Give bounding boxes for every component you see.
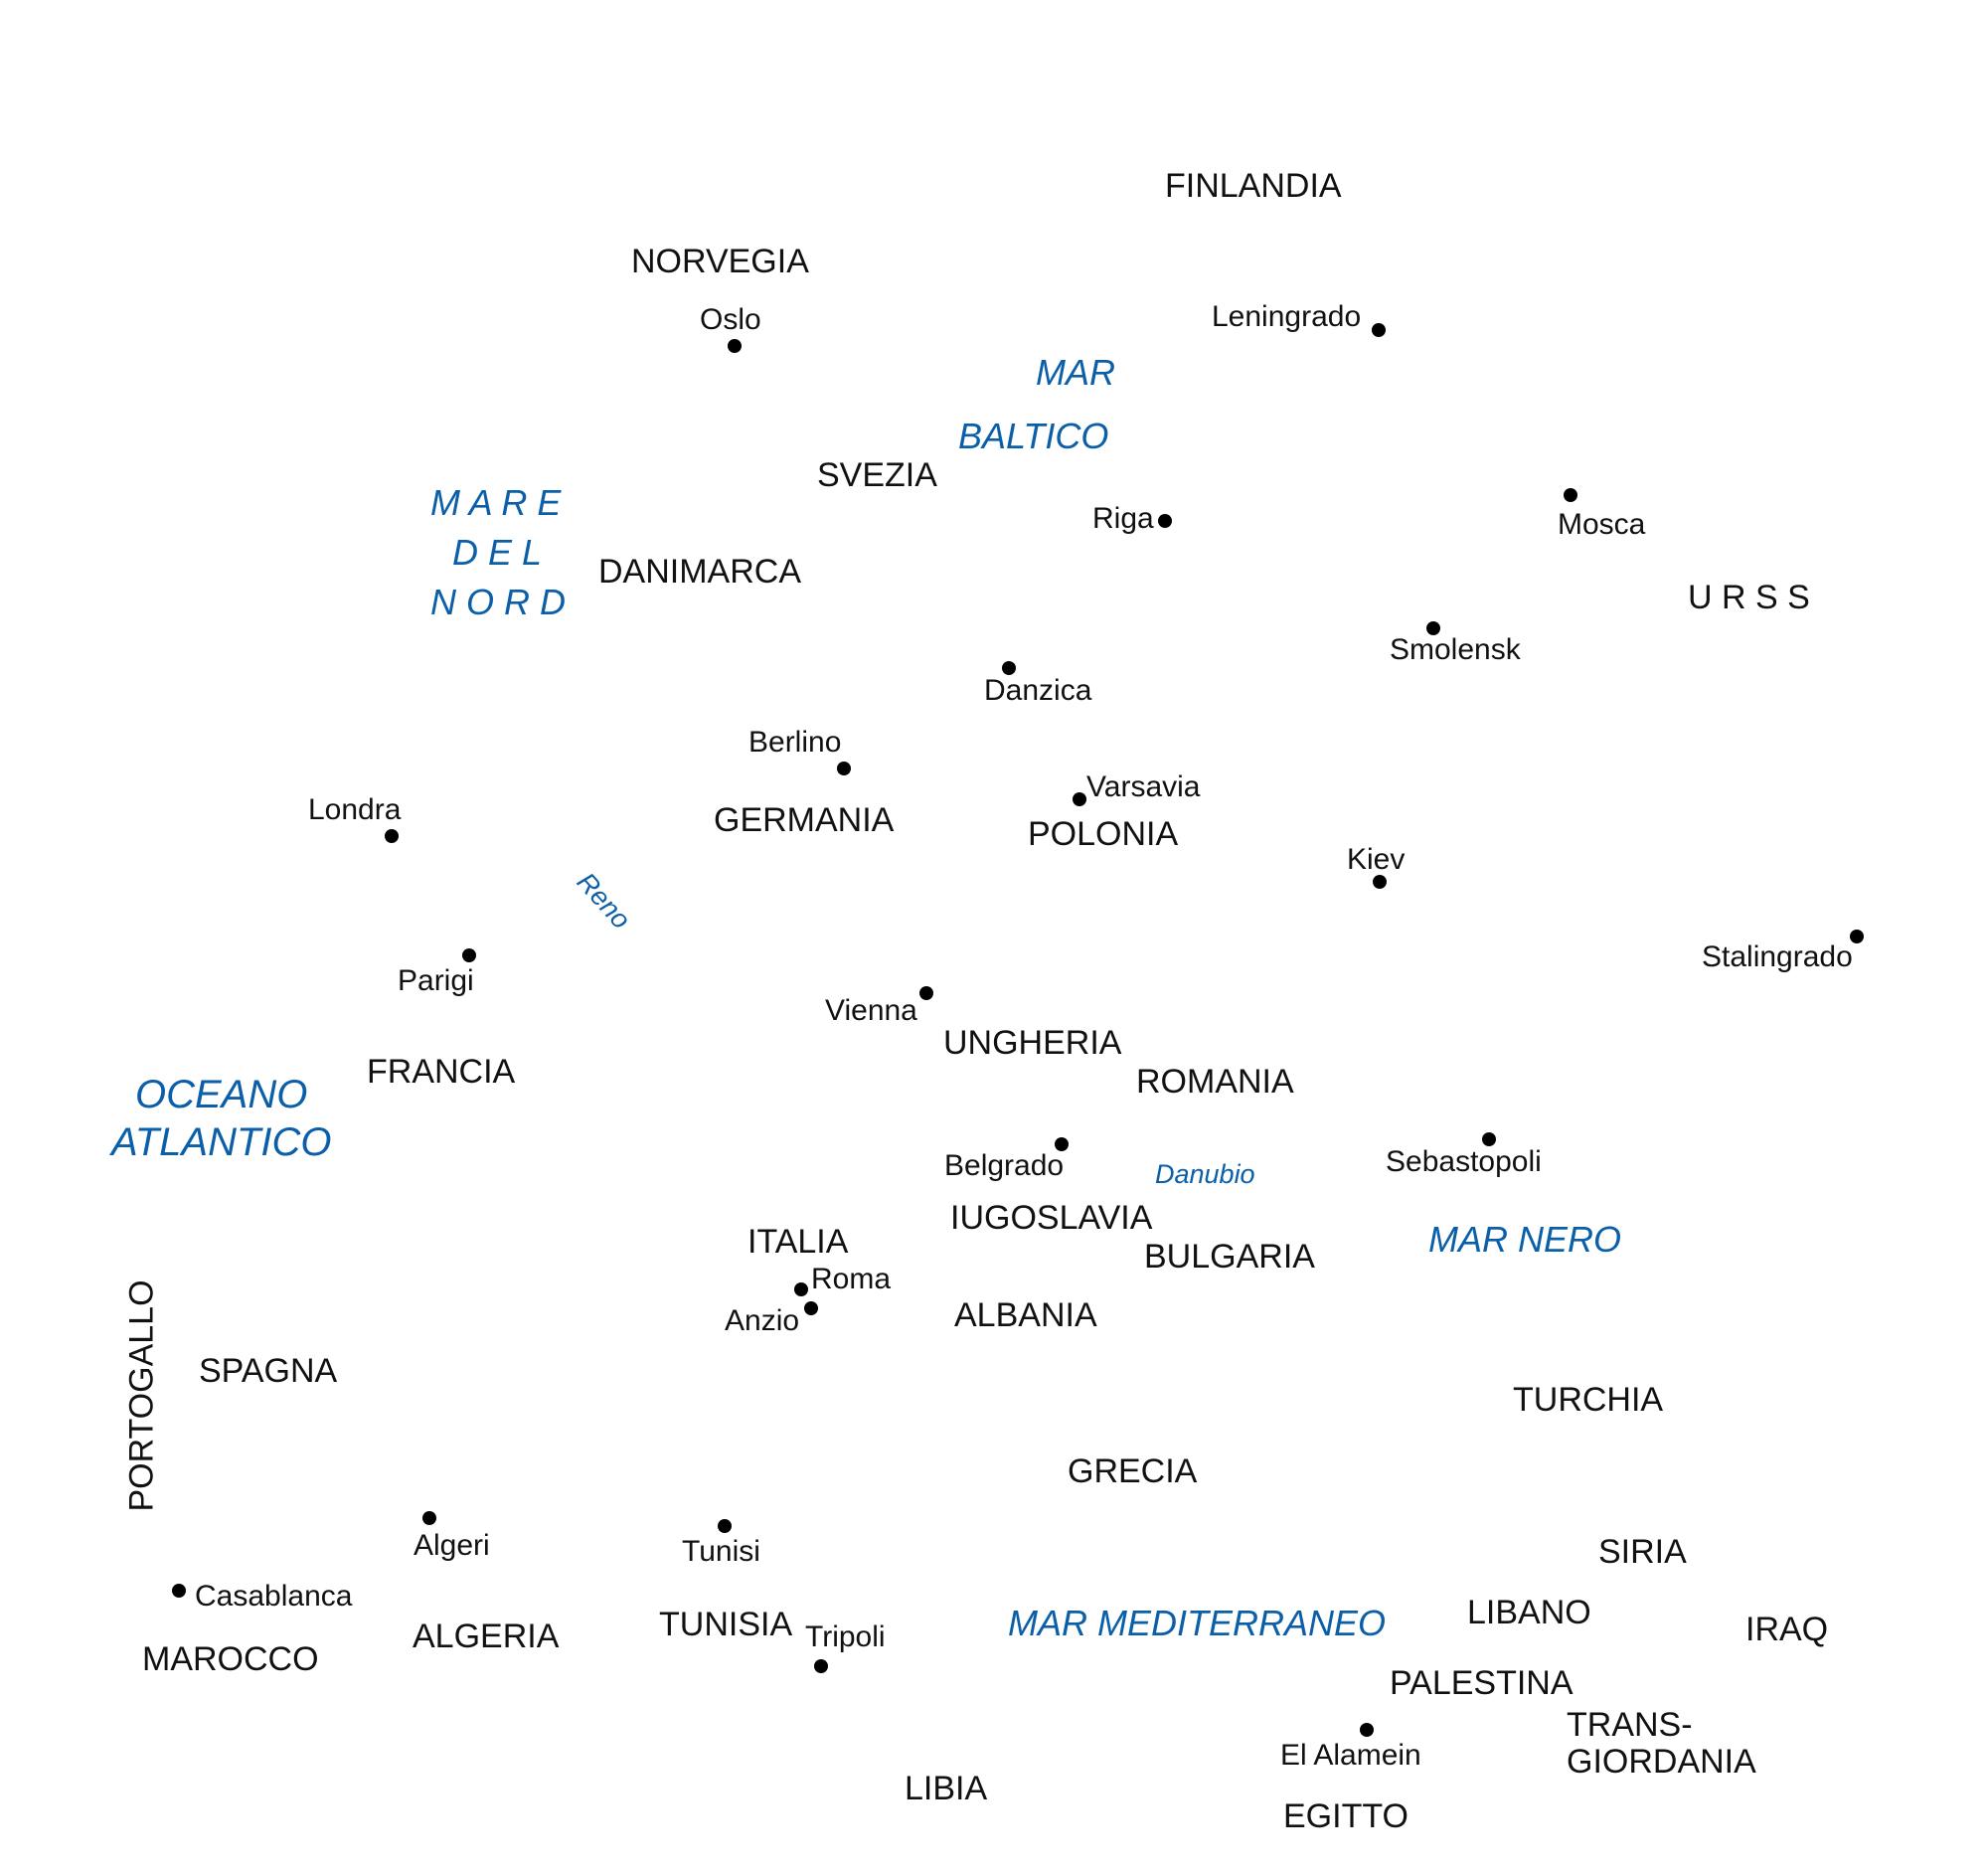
country-label-ungheria: UNGHERIA: [943, 1024, 1122, 1062]
city-dot-anzio: [804, 1301, 818, 1315]
city-label-smolensk: Smolensk: [1390, 633, 1521, 666]
country-label-svezia: SVEZIA: [817, 456, 937, 494]
city-dot-leningrado: [1372, 323, 1386, 337]
country-label-romania: ROMANIA: [1136, 1063, 1294, 1101]
city-label-el-alamein: El Alamein: [1280, 1739, 1421, 1772]
river-label-danubio: Danubio: [1155, 1159, 1255, 1189]
city-label-stalingrado: Stalingrado: [1702, 940, 1853, 973]
country-label-libia: LIBIA: [905, 1770, 988, 1807]
city-label-vienna: Vienna: [825, 994, 917, 1027]
country-label-polonia: POLONIA: [1028, 815, 1179, 853]
city-dot-casablanca: [172, 1584, 186, 1598]
country-label-siria: SIRIA: [1598, 1533, 1687, 1571]
sea-label-mare-del-nord-3: N O R D: [430, 582, 567, 622]
sea-label-mar-nero: MAR NERO: [1428, 1219, 1622, 1260]
country-label-egitto: EGITTO: [1283, 1797, 1408, 1835]
country-label-tunisia: TUNISIA: [659, 1606, 793, 1643]
city-label-kiev: Kiev: [1347, 843, 1406, 876]
city-label-roma: Roma: [811, 1263, 892, 1295]
sea-label-mar-mediterraneo: MAR MEDITERRANEO: [1008, 1603, 1387, 1643]
city-label-varsavia: Varsavia: [1086, 770, 1201, 803]
city-dot-tunisi: [718, 1519, 732, 1533]
city-dot-oslo: [728, 339, 742, 353]
country-label-bulgaria: BULGARIA: [1144, 1238, 1315, 1276]
city-label-oslo: Oslo: [700, 303, 761, 336]
city-dot-smolensk: [1426, 621, 1440, 635]
city-dot-tripoli: [814, 1659, 828, 1673]
city-label-danzica: Danzica: [984, 674, 1092, 707]
sea-label-oceano-atlantico-2: ATLANTICO: [111, 1120, 332, 1164]
country-label-danimarca: DANIMARCA: [598, 553, 802, 591]
city-dot-belgrado: [1055, 1137, 1069, 1151]
country-label-spagna: SPAGNA: [199, 1352, 338, 1390]
city-dot-riga: [1158, 514, 1172, 528]
city-label-mosca: Mosca: [1558, 508, 1646, 541]
city-dot-stalingrado: [1850, 930, 1864, 943]
country-label-transgiordania-2: GIORDANIA: [1567, 1743, 1756, 1781]
city-dot-el-alamein: [1360, 1723, 1374, 1737]
sea-label-mar-baltico-1: MAR: [1036, 352, 1115, 393]
country-label-grecia: GRECIA: [1068, 1452, 1198, 1490]
country-label-norvegia: NORVEGIA: [631, 243, 809, 280]
city-dot-parigi: [462, 948, 476, 962]
city-label-berlino: Berlino: [748, 726, 842, 759]
river-label-reno: Reno: [571, 867, 637, 936]
city-label-riga: Riga: [1092, 502, 1154, 535]
city-label-londra: Londra: [308, 793, 402, 826]
city-dot-vienna: [919, 986, 933, 1000]
country-label-palestina: PALESTINA: [1390, 1664, 1574, 1702]
city-dot-roma: [794, 1282, 808, 1296]
city-label-belgrado: Belgrado: [944, 1149, 1065, 1182]
city-label-algeri: Algeri: [414, 1529, 490, 1562]
country-label-transgiordania-1: TRANS-: [1567, 1706, 1693, 1744]
country-label-iugoslavia: IUGOSLAVIA: [950, 1199, 1153, 1237]
city-dot-kiev: [1373, 875, 1387, 889]
city-label-parigi: Parigi: [398, 964, 474, 997]
city-label-tunisi: Tunisi: [682, 1535, 760, 1568]
city-dot-algeri: [422, 1511, 436, 1525]
sea-label-mare-del-nord-2: D E L: [452, 532, 543, 573]
city-label-leningrado: Leningrado: [1212, 300, 1362, 333]
country-label-italia: ITALIA: [747, 1223, 849, 1261]
country-label-marocco: MAROCCO: [142, 1640, 319, 1678]
country-label-francia: FRANCIA: [367, 1053, 516, 1091]
city-dot-varsavia: [1073, 792, 1086, 806]
country-label-finlandia: FINLANDIA: [1165, 167, 1342, 205]
country-label-portogallo: PORTOGALLO: [122, 1279, 161, 1512]
country-label-libano: LIBANO: [1467, 1594, 1591, 1631]
sea-label-oceano-atlantico-1: OCEANO: [135, 1073, 308, 1116]
sea-label-mar-baltico-2: BALTICO: [958, 416, 1109, 456]
country-label-iraq: IRAQ: [1745, 1611, 1829, 1648]
city-label-sebastopoli: Sebastopoli: [1386, 1145, 1542, 1178]
city-dot-mosca: [1564, 488, 1577, 502]
country-label-turchia: TURCHIA: [1513, 1381, 1664, 1419]
country-label-germania: GERMANIA: [714, 801, 895, 839]
country-label-algeria: ALGERIA: [413, 1618, 560, 1655]
sea-label-mare-del-nord-1: M A R E: [430, 482, 562, 523]
city-label-tripoli: Tripoli: [805, 1620, 886, 1653]
city-dot-sebastopoli: [1482, 1132, 1496, 1146]
city-label-casablanca: Casablanca: [195, 1580, 353, 1613]
city-dot-londra: [385, 829, 399, 843]
city-dot-berlino: [837, 762, 851, 775]
city-dot-danzica: [1002, 661, 1016, 675]
country-label-albania: ALBANIA: [954, 1296, 1097, 1334]
city-label-anzio: Anzio: [725, 1304, 800, 1337]
country-label-urss: U R S S: [1688, 579, 1810, 616]
